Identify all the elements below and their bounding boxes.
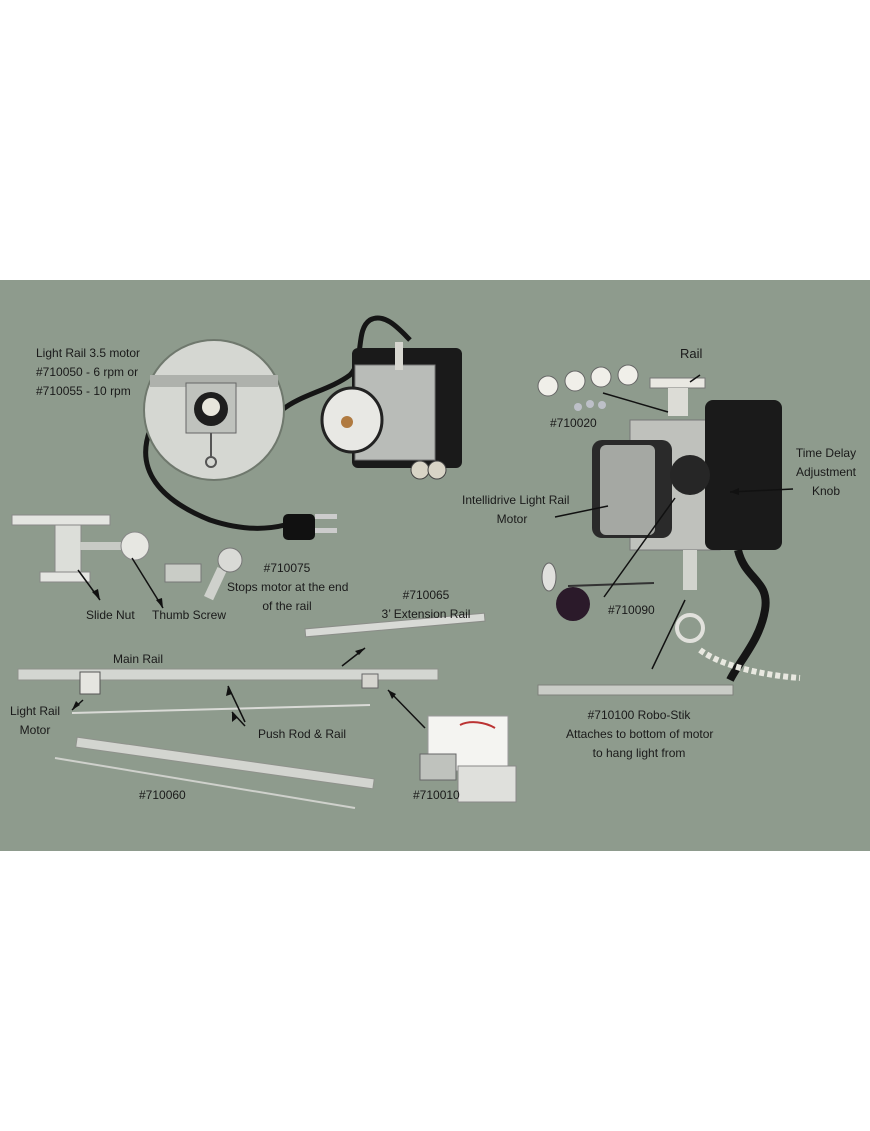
kit-710010-image [419, 715, 517, 803]
robo-stik-image [537, 684, 734, 696]
push-rod-710060-image [54, 736, 375, 809]
parts-illustration [11, 315, 801, 809]
label-part-710090: #710090 [608, 603, 655, 617]
label-light-rail-motor: Light Rail Motor [9, 704, 61, 737]
label-time-delay-knob: Time Delay Adjustment Knob [795, 446, 857, 498]
label-part-710010: #710010 [413, 788, 460, 802]
label-rail: Rail [680, 346, 703, 361]
extension-rail-image [304, 612, 486, 638]
label-part-710065: #710065 3’ Extension Rail [381, 588, 471, 621]
parts-710090-image [541, 562, 655, 621]
label-thumb-screw: Thumb Screw [152, 608, 227, 622]
label-main-rail: Main Rail [113, 652, 164, 666]
pulleys-710020-image [537, 364, 639, 411]
label-part-710060: #710060 [139, 788, 186, 802]
pointer-arrowheads [72, 488, 739, 722]
motor-closeup-inset [143, 339, 285, 481]
label-robo-stik: #710100 Robo-Stik Attaches to bottom of … [566, 708, 714, 760]
label-part-710020: #710020 [550, 416, 597, 430]
product-parts-panel: Light Rail 3.5 motor #710050 - 6 rpm or … [0, 280, 870, 851]
intellidrive-motor-image [592, 377, 801, 682]
label-slide-nut: Slide Nut [86, 608, 135, 622]
label-part-710075: #710075 Stops motor at the end of the ra… [227, 561, 349, 613]
main-rail-image [17, 668, 439, 714]
light-rail-35-motor-image [143, 315, 462, 540]
label-push-rod-rail: Push Rod & Rail [258, 727, 347, 741]
slide-nut-image [11, 514, 150, 583]
label-light-rail-35-motor: Light Rail 3.5 motor #710050 - 6 rpm or … [36, 346, 141, 398]
thumb-screw-710075-image [164, 547, 243, 601]
label-intellidrive-motor: Intellidrive Light Rail Motor [462, 493, 570, 526]
